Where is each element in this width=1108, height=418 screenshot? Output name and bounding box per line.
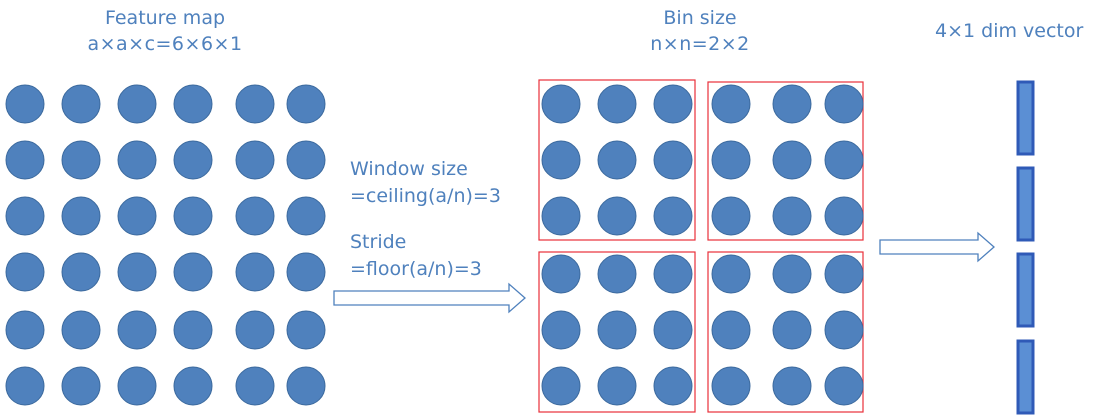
bin-cell: [541, 254, 581, 294]
bin-cell: [541, 84, 581, 124]
bin-cell: [541, 140, 581, 180]
bin-cell: [711, 366, 751, 406]
bin-cell: [772, 84, 812, 124]
feature-map-cell: [235, 366, 275, 406]
feature-map-cell: [286, 252, 326, 292]
bin-cell: [711, 196, 751, 236]
feature-map-cell: [5, 196, 45, 236]
feature-map-cell: [235, 196, 275, 236]
feature-map-cell: [235, 84, 275, 124]
bin-cell: [824, 196, 864, 236]
feature-map-cell: [173, 196, 213, 236]
bin-cell: [772, 366, 812, 406]
bin-cell: [772, 310, 812, 350]
bin-grid: [538, 79, 864, 413]
bin-cell: [824, 84, 864, 124]
feature-map-cell: [61, 196, 101, 236]
feature-map-cell: [117, 310, 157, 350]
feature-map-cell: [286, 140, 326, 180]
bin-cell: [653, 366, 693, 406]
bin-cell: [597, 196, 637, 236]
feature-map-cell: [173, 366, 213, 406]
stride-value: =floor(a/n)=3: [350, 258, 482, 280]
feature-map-cell: [61, 140, 101, 180]
feature-map-cell: [117, 84, 157, 124]
bin-cell: [711, 310, 751, 350]
bin-size-title: Bin size: [663, 7, 737, 29]
feature-map-cell: [5, 310, 45, 350]
bin-cell: [824, 366, 864, 406]
feature-map-cell: [173, 252, 213, 292]
feature-map-cell: [286, 310, 326, 350]
vector-element: [1016, 166, 1035, 242]
window-size-label: Window size: [350, 158, 468, 180]
feature-map-cell: [173, 310, 213, 350]
bin-cell: [597, 84, 637, 124]
feature-map-cell: [173, 140, 213, 180]
bin-cell: [772, 140, 812, 180]
feature-map-cell: [286, 84, 326, 124]
bin-border: [538, 251, 696, 413]
feature-map-grid: [5, 84, 326, 406]
bin-cell: [824, 140, 864, 180]
bin-cell: [597, 254, 637, 294]
feature-map-cell: [117, 366, 157, 406]
bin-cell: [824, 310, 864, 350]
bin-cell: [597, 140, 637, 180]
feature-map-cell: [286, 196, 326, 236]
bin-cell: [824, 254, 864, 294]
output-vector: [1016, 80, 1035, 415]
bin-border: [538, 79, 696, 241]
bin-cell: [772, 196, 812, 236]
bin-cell: [653, 84, 693, 124]
feature-map-cell: [5, 252, 45, 292]
feature-map-cell: [61, 84, 101, 124]
feature-map-cell: [61, 252, 101, 292]
bin-cell: [541, 196, 581, 236]
feature-map-cell: [235, 252, 275, 292]
bin-cell: [711, 140, 751, 180]
vector-element: [1016, 339, 1035, 415]
feature-map-title: Feature map: [104, 7, 226, 29]
right-arrow: [333, 282, 526, 314]
bin-cell: [597, 366, 637, 406]
bin-cell: [711, 84, 751, 124]
vector-title: 4×1 dim vector: [935, 20, 1084, 42]
feature-map-cell: [5, 84, 45, 124]
bin-cell: [541, 310, 581, 350]
bin-cell: [541, 366, 581, 406]
right-arrow: [879, 231, 995, 263]
feature-map-cell: [61, 310, 101, 350]
bin-cell: [711, 254, 751, 294]
feature-map-cell: [286, 366, 326, 406]
feature-map-cell: [117, 196, 157, 236]
vector-element: [1016, 80, 1035, 156]
feature-map-cell: [61, 366, 101, 406]
window-size-value: =ceiling(a/n)=3: [350, 185, 501, 207]
feature-map-cell: [235, 140, 275, 180]
feature-map-cell: [117, 252, 157, 292]
bin-cell: [653, 196, 693, 236]
vector-element: [1016, 252, 1035, 328]
bin-cell: [653, 254, 693, 294]
feature-map-cell: [117, 140, 157, 180]
feature-map-cell: [5, 140, 45, 180]
feature-map-cell: [5, 366, 45, 406]
stride-label: Stride: [350, 231, 407, 253]
feature-map-cell: [235, 310, 275, 350]
bin-cell: [653, 140, 693, 180]
arrows: [333, 231, 995, 314]
feature-map-cell: [173, 84, 213, 124]
bin-cell: [597, 310, 637, 350]
bin-cell: [653, 310, 693, 350]
bin-cell: [772, 254, 812, 294]
feature-map-dims: a×a×c=6×6×1: [87, 33, 243, 55]
bin-size-dims: n×n=2×2: [650, 33, 750, 55]
